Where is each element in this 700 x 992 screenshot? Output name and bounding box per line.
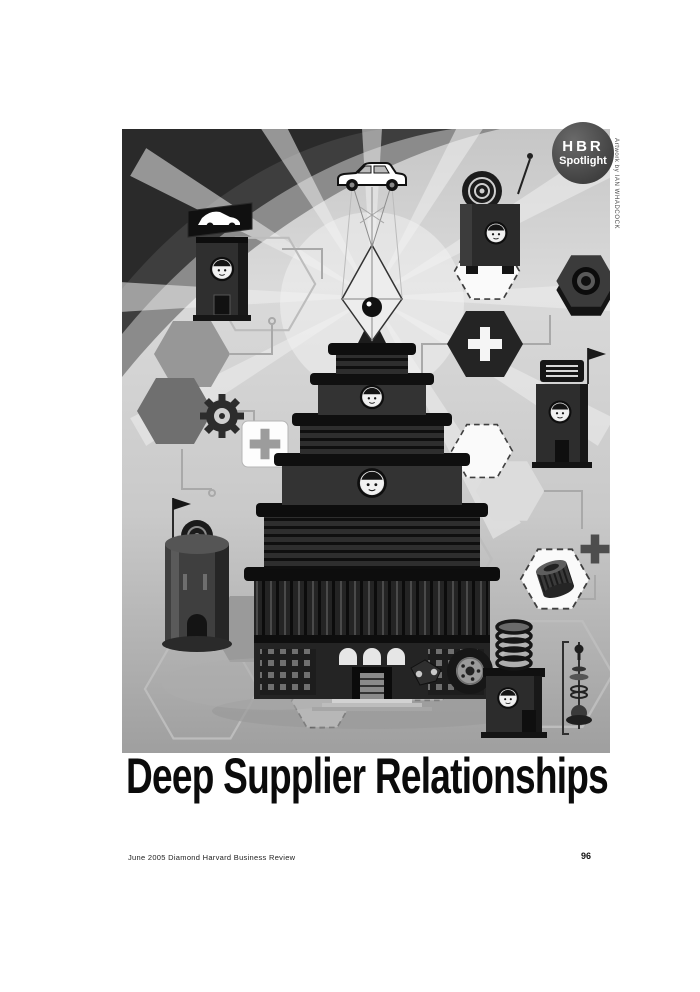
hbr-spotlight-badge: HBR Spotlight — [552, 122, 614, 184]
supplier-building-right — [532, 348, 606, 468]
car-silhouette-icon — [198, 211, 240, 225]
spring-icon — [495, 619, 533, 671]
bolt-icon — [574, 644, 584, 654]
knurled-drum-icon — [535, 560, 575, 598]
gear-icon — [200, 394, 244, 438]
supplier-building-cylinder — [162, 498, 232, 652]
badge-spotlight-label: Spotlight — [559, 155, 607, 168]
washer-icon — [572, 666, 586, 672]
page-number: 96 — [581, 851, 592, 861]
headline-block: Deep Supplier Relationships — [124, 748, 612, 808]
footer-journal-line: June 2005 Diamond Harvard Business Revie… — [128, 853, 296, 862]
supplier-building-top-right — [460, 153, 533, 274]
badge-hbr-label: HBR — [562, 137, 604, 155]
beam-projection — [341, 186, 403, 298]
supplier-building-bottom-right — [481, 668, 547, 738]
artwork-credit: Artwork by IAN WHADCOCK — [613, 138, 619, 230]
artwork-illustration — [122, 129, 610, 753]
bracket-part-icon — [410, 659, 442, 686]
spire-eye-icon — [362, 297, 382, 317]
antenna-icon — [517, 158, 531, 195]
flag-icon — [588, 348, 606, 360]
corner-swoosh — [122, 129, 500, 377]
nut-icon — [556, 255, 610, 316]
assembly-diagram — [562, 641, 592, 735]
washer-icon — [569, 673, 589, 681]
page-title: Deep Supplier Relationships — [126, 748, 608, 804]
supplier-building-top-left — [187, 202, 253, 321]
flag-icon — [173, 498, 191, 510]
car-icon — [337, 162, 407, 191]
